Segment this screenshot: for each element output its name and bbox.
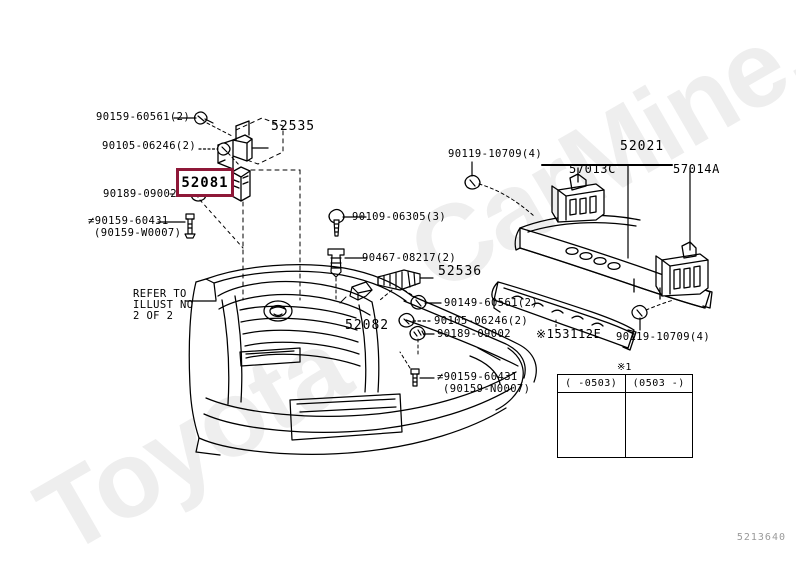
label-absorber-153112e: ※153112E [536,327,602,341]
inset-caption: ※1 [617,362,632,373]
label-screw-bottom-line2: (90159-N0007) [443,383,531,395]
label-retainer-52536: 52536 [438,264,483,279]
label-bolt-top-left: 90105-06246(2) [102,140,197,152]
label-screw-center: 90109-06305(3) [352,211,447,223]
inset-cell-left-drawing [558,393,626,458]
inset-body-row [558,393,692,458]
diagram-line-art [157,111,713,458]
label-bolt-center-right: 90105-06246(2) [434,315,529,327]
label-bolt-right-bottom: 90119-10709(4) [616,331,711,343]
label-support-57013c: 57013C [569,162,616,176]
inset-header-left: ( -0503) [558,375,626,392]
label-bracket-52535: 52535 [271,119,316,134]
label-nut-center-right: 90189-09002 [437,328,511,340]
label-refer-line2: ILLUST NO [133,299,194,311]
diagram-corner-code: 5213640 [736,532,786,543]
inset-header-right: (0503 -) [632,378,685,389]
label-nut-left: 90189-09002 [103,188,177,200]
parts-diagram-canvas: Toyota CarMine.ru [17,0,796,577]
label-refer-line3: 2 OF 2 [133,310,174,322]
label-refer-line1: REFER TO [133,288,187,300]
label-cover-52082: 52082 [345,318,390,333]
label-screw-bottom-line1: ≠90159-60431 [437,371,518,383]
label-clip-center: 90467-08217(2) [362,252,457,264]
label-reinforcement-52021: 52021 [620,139,665,154]
label-clip-center-right: 90149-60561(2) [444,297,539,309]
variant-inset-table: ( -0503) (0503 -) [557,374,693,458]
label-screw-left-line2: (90159-W0007) [94,227,182,239]
label-bolt-right-top: 90119-10709(4) [448,148,543,160]
label-clip-top-left: 90159-60561(2) [96,111,191,123]
label-screw-left-line1: ≠90159-60431 [88,215,169,227]
highlighted-part-52081[interactable]: 52081 [176,168,234,197]
label-support-57014a: 57014A [673,162,720,176]
inset-header-row: ( -0503) (0503 -) [558,375,692,393]
inset-cell-right-drawing [626,393,693,458]
